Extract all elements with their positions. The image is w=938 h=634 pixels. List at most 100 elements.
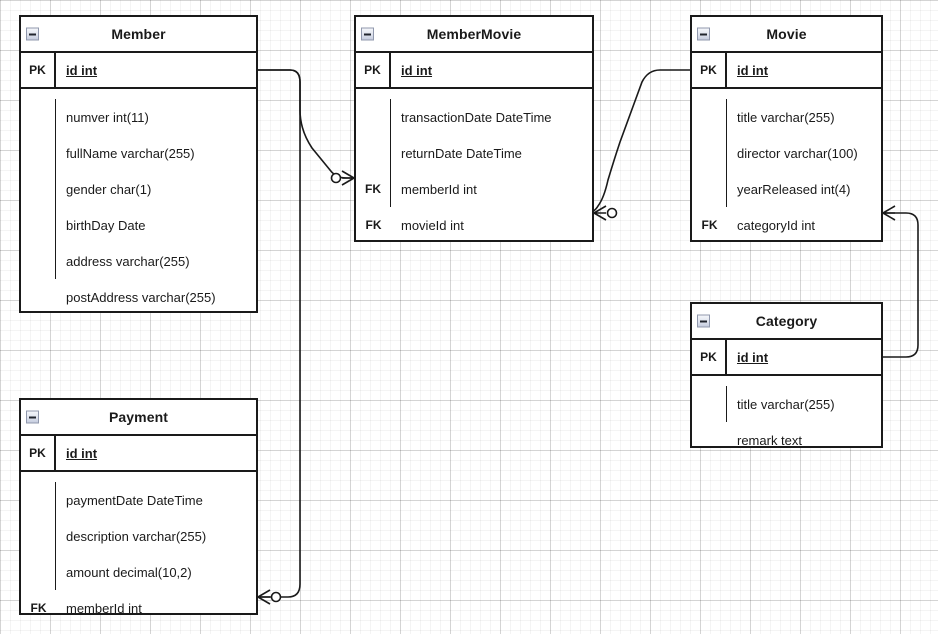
entity-movie-attribute-row[interactable]: yearReleased int(4) bbox=[692, 171, 881, 207]
attribute-name: id int bbox=[737, 62, 769, 78]
cardinality-circle-payment-memberid bbox=[270, 591, 282, 603]
entity-movie-attribute-row[interactable]: director varchar(100) bbox=[692, 135, 881, 171]
entity-membermovie-attribute-row[interactable]: returnDate DateTime bbox=[356, 135, 592, 171]
entity-membermovie-attribute-row[interactable]: FK movieId int bbox=[356, 207, 592, 243]
entity-movie-attribute-row[interactable]: title varchar(255) bbox=[692, 99, 881, 135]
entity-movie-pk-row[interactable]: PK id int bbox=[692, 53, 881, 89]
attribute-name: title varchar(255) bbox=[737, 109, 835, 125]
key-label bbox=[692, 99, 727, 135]
key-label bbox=[21, 518, 56, 554]
key-label bbox=[692, 171, 727, 207]
entity-membermovie-attribute-row[interactable]: transactionDate DateTime bbox=[356, 99, 592, 135]
entity-category-attribute-row[interactable]: title varchar(255) bbox=[692, 386, 881, 422]
attribute-name: transactionDate DateTime bbox=[401, 109, 552, 125]
attribute-name: director varchar(100) bbox=[737, 145, 858, 161]
attribute-name: postAddress varchar(255) bbox=[66, 289, 216, 305]
attribute-name: birthDay Date bbox=[66, 217, 146, 233]
attribute-name: categoryId int bbox=[737, 217, 816, 233]
body-spacer bbox=[692, 376, 881, 386]
attribute-name: memberId int bbox=[401, 181, 477, 197]
connector-movie-membermovie bbox=[585, 69, 690, 214]
attribute-name: id int bbox=[401, 62, 433, 78]
attribute-name: description varchar(255) bbox=[66, 528, 207, 544]
entity-member-pk-row[interactable]: PK id int bbox=[21, 53, 256, 89]
key-label bbox=[21, 135, 56, 171]
entity-membermovie-pk-row[interactable]: PK id int bbox=[356, 53, 592, 89]
crowsfoot-movie-categoryid bbox=[882, 205, 896, 221]
entity-member-attribute-row[interactable]: gender char(1) bbox=[21, 171, 256, 207]
key-label: PK bbox=[356, 53, 391, 87]
attribute-name: gender char(1) bbox=[66, 181, 152, 197]
entity-membermovie[interactable]: MemberMovie PK id int transactionDate Da… bbox=[354, 15, 594, 242]
key-label: FK bbox=[30, 601, 47, 615]
key-label bbox=[21, 482, 56, 518]
crowsfoot-membermovie-movieid bbox=[593, 205, 607, 221]
crowsfoot-payment-memberid bbox=[257, 589, 271, 605]
minus-box-icon[interactable] bbox=[697, 314, 710, 328]
key-label: FK bbox=[701, 218, 718, 232]
entity-movie[interactable]: Movie PK id int title varchar(255) direc… bbox=[690, 15, 883, 242]
entity-member-header: Member bbox=[21, 17, 256, 53]
entity-category-attribute-row[interactable]: remark text bbox=[692, 422, 881, 458]
attribute-name: id int bbox=[66, 445, 98, 461]
connector-member-membermovie bbox=[258, 69, 354, 179]
connector-category-movie bbox=[883, 212, 919, 358]
attribute-name: id int bbox=[66, 62, 98, 78]
minus-box-icon[interactable] bbox=[26, 27, 39, 41]
key-label bbox=[356, 135, 391, 171]
key-label bbox=[692, 386, 727, 422]
entity-payment-pk-row[interactable]: PK id int bbox=[21, 436, 256, 472]
key-label: FK bbox=[365, 218, 382, 232]
attribute-name: amount decimal(10,2) bbox=[66, 564, 192, 580]
minus-box-icon[interactable] bbox=[26, 410, 39, 424]
key-label: PK bbox=[692, 53, 727, 87]
entity-member-attribute-row[interactable]: fullName varchar(255) bbox=[21, 135, 256, 171]
entity-payment-attribute-row[interactable]: description varchar(255) bbox=[21, 518, 256, 554]
entity-movie-attribute-row[interactable]: FK categoryId int bbox=[692, 207, 881, 243]
entity-category[interactable]: Category PK id int title varchar(255) re… bbox=[690, 302, 883, 448]
entity-membermovie-header: MemberMovie bbox=[356, 17, 592, 53]
entity-payment[interactable]: Payment PK id int paymentDate DateTime d… bbox=[19, 398, 258, 616]
entity-membermovie-attribute-row[interactable]: FK memberId int bbox=[356, 171, 592, 207]
key-label bbox=[356, 99, 391, 135]
entity-member-attribute-row[interactable]: address varchar(255) bbox=[21, 243, 256, 279]
entity-membermovie-title: MemberMovie bbox=[426, 26, 522, 42]
key-label: PK bbox=[692, 340, 727, 374]
attribute-name: title varchar(255) bbox=[737, 396, 835, 412]
cardinality-circle-membermovie-memberid bbox=[330, 172, 342, 184]
key-label bbox=[692, 135, 727, 171]
key-label bbox=[692, 422, 727, 458]
entity-member[interactable]: Member PK id int numver int(11) fullName… bbox=[19, 15, 258, 313]
attribute-name: returnDate DateTime bbox=[401, 145, 522, 161]
key-label bbox=[21, 243, 56, 279]
entity-payment-attribute-row[interactable]: amount decimal(10,2) bbox=[21, 554, 256, 590]
entity-movie-title: Movie bbox=[766, 26, 807, 42]
attribute-name: fullName varchar(255) bbox=[66, 145, 195, 161]
entity-member-attribute-row[interactable]: postAddress varchar(255) bbox=[21, 279, 256, 315]
entity-category-pk-row[interactable]: PK id int bbox=[692, 340, 881, 376]
entity-member-title: Member bbox=[111, 26, 166, 42]
body-spacer bbox=[21, 89, 256, 99]
entity-movie-header: Movie bbox=[692, 17, 881, 53]
body-spacer bbox=[356, 89, 592, 99]
minus-box-icon[interactable] bbox=[697, 27, 710, 41]
key-label bbox=[21, 171, 56, 207]
attribute-name: paymentDate DateTime bbox=[66, 492, 203, 508]
attribute-name: movieId int bbox=[401, 217, 464, 233]
key-label: FK bbox=[356, 171, 391, 207]
body-spacer bbox=[21, 472, 256, 482]
entity-category-title: Category bbox=[755, 313, 818, 329]
minus-box-icon[interactable] bbox=[361, 27, 374, 41]
entity-member-attribute-row[interactable]: birthDay Date bbox=[21, 207, 256, 243]
entity-member-attribute-row[interactable]: numver int(11) bbox=[21, 99, 256, 135]
body-spacer bbox=[692, 89, 881, 99]
connector-member-payment bbox=[258, 69, 301, 598]
cardinality-circle-membermovie-movieid bbox=[606, 207, 618, 219]
key-label bbox=[21, 279, 56, 315]
attribute-name: memberId int bbox=[66, 600, 142, 616]
key-label: PK bbox=[21, 436, 56, 470]
entity-payment-attribute-row[interactable]: FK memberId int bbox=[21, 590, 256, 626]
key-label bbox=[21, 207, 56, 243]
entity-payment-attribute-row[interactable]: paymentDate DateTime bbox=[21, 482, 256, 518]
